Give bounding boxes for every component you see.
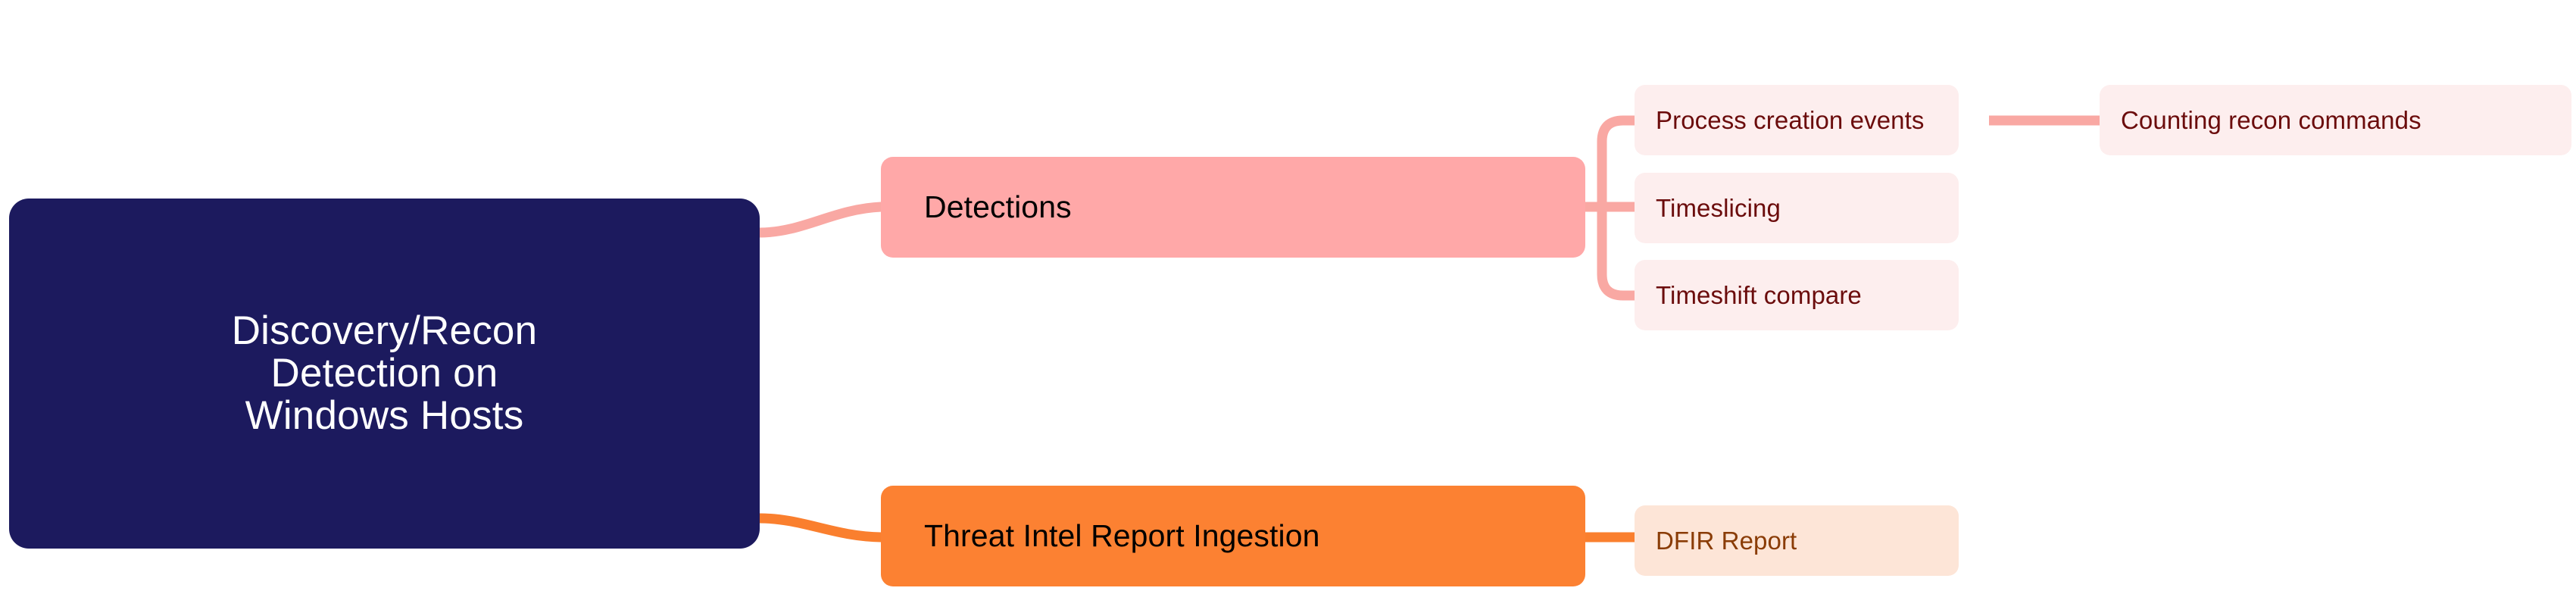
leaf-label-dfir-report: DFIR Report bbox=[1656, 526, 1797, 555]
edge-root-to-detections bbox=[754, 202, 886, 238]
leaf-node-counting-recon-commands[interactable]: Counting recon commands bbox=[2100, 85, 2571, 155]
root-node[interactable]: Discovery/Recon Detection on Windows Hos… bbox=[9, 199, 760, 549]
leaf-node-dfir-report[interactable]: DFIR Report bbox=[1635, 505, 1959, 576]
root-title-line-2: Detection on bbox=[270, 350, 498, 396]
leaf-label-counting-recon-commands: Counting recon commands bbox=[2121, 105, 2421, 134]
branch-label-detections: Detections bbox=[924, 189, 1072, 224]
branch-node-threat-intel[interactable]: Threat Intel Report Ingestion bbox=[881, 486, 1585, 586]
edge-detections-to-process bbox=[1585, 120, 1602, 207]
edge-detections-branch-down bbox=[1597, 202, 1640, 301]
leaf-node-timeshift-compare[interactable]: Timeshift compare bbox=[1635, 260, 1959, 330]
root-title-line-1: Discovery/Recon bbox=[231, 308, 538, 353]
leaf-label-timeshift-compare: Timeshift compare bbox=[1656, 280, 1862, 309]
leaf-node-timeslicing[interactable]: Timeslicing bbox=[1635, 173, 1959, 243]
branch-node-detections[interactable]: Detections bbox=[881, 157, 1585, 258]
branch-label-threat-intel: Threat Intel Report Ingestion bbox=[924, 518, 1320, 553]
leaf-node-process-creation-events[interactable]: Process creation events bbox=[1635, 85, 1959, 155]
root-title-line-3: Windows Hosts bbox=[245, 393, 524, 439]
leaf-label-timeslicing: Timeslicing bbox=[1656, 193, 1781, 222]
edge-root-to-threat-intel bbox=[754, 513, 886, 543]
edge-detections-branch-up bbox=[1597, 115, 1640, 212]
leaf-label-process-creation-events: Process creation events bbox=[1656, 105, 1925, 134]
